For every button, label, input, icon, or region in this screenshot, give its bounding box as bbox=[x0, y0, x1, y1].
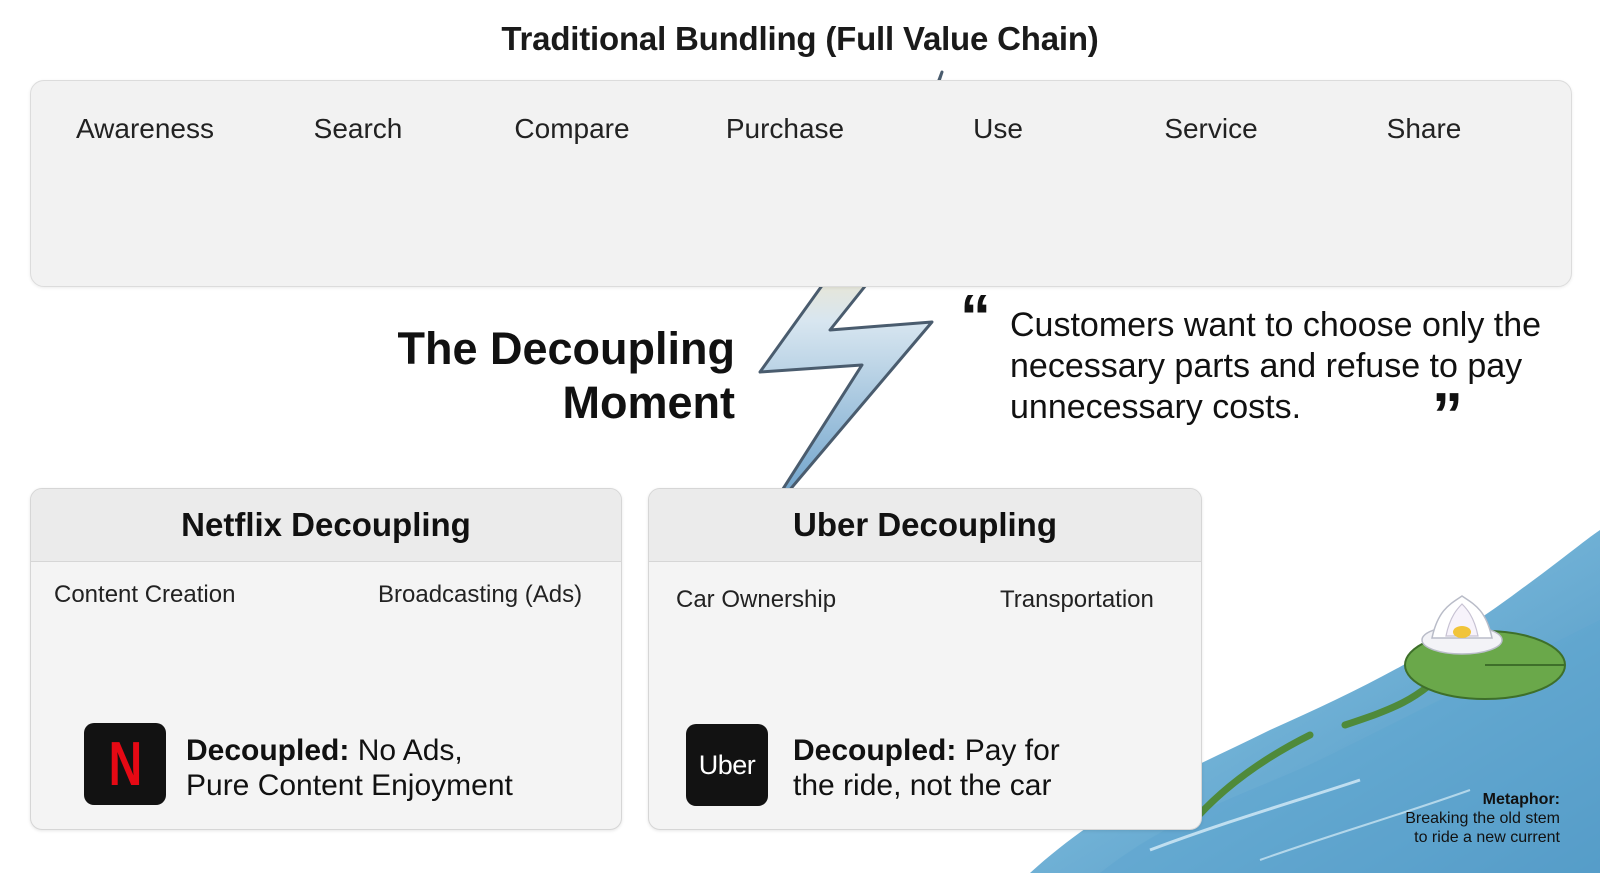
customer-quote: Customers want to choose only the necess… bbox=[1010, 306, 1542, 426]
metaphor-label: Metaphor: bbox=[1482, 791, 1560, 808]
step-label-awareness: Awareness bbox=[75, 113, 214, 144]
step-label-search: Search bbox=[313, 113, 403, 144]
uber-decoupled-text: Decoupled: Pay for the ride, not the car bbox=[793, 733, 1193, 803]
close-quote-mark: ” bbox=[1432, 381, 1463, 450]
decoupling-title-line2: Moment bbox=[562, 377, 736, 428]
netflix-left-label: Content Creation bbox=[54, 581, 236, 608]
netflix-right-label: Broadcasting (Ads) bbox=[378, 581, 583, 608]
uber-right-label: Transportation bbox=[1000, 586, 1154, 613]
step-label-use: Use bbox=[973, 113, 1023, 144]
netflix-logo: N bbox=[84, 723, 166, 805]
page-title: Traditional Bundling (Full Value Chain) bbox=[501, 20, 1099, 57]
netflix-decoupled-detail-2: Pure Content Enjoyment bbox=[186, 769, 513, 802]
metaphor-line1: Breaking the old stem bbox=[1405, 810, 1560, 827]
uber-decoupled-detail-2: the ride, not the car bbox=[793, 769, 1052, 802]
step-label-compare: Compare bbox=[514, 113, 630, 144]
netflix-panel-title: Netflix Decoupling bbox=[31, 489, 621, 562]
uber-left-label: Car Ownership bbox=[676, 586, 837, 613]
metaphor-caption: Metaphor: Breaking the old stem to ride … bbox=[1405, 790, 1560, 847]
metaphor-line2: to ride a new current bbox=[1414, 829, 1560, 846]
step-label-service: Service bbox=[1164, 113, 1258, 144]
open-quote-mark: “ bbox=[960, 283, 991, 352]
decoupling-moment-title: The Decoupling Moment bbox=[360, 322, 736, 430]
netflix-decoupled-text: Decoupled: No Ads, Pure Content Enjoymen… bbox=[186, 733, 606, 803]
step-label-share: Share bbox=[1386, 113, 1462, 144]
decoupling-title-line1: The Decoupling bbox=[397, 323, 736, 374]
uber-decoupled-label: Decoupled: bbox=[793, 734, 957, 767]
uber-logo-text: Uber bbox=[698, 749, 756, 780]
netflix-decoupled-label: Decoupled: bbox=[186, 734, 350, 767]
netflix-decoupled-detail: No Ads, bbox=[357, 734, 463, 767]
uber-panel-title: Uber Decoupling bbox=[649, 489, 1201, 562]
uber-decoupled-detail: Pay for bbox=[964, 734, 1060, 767]
step-label-purchase: Purchase bbox=[725, 113, 845, 144]
netflix-logo-text: N bbox=[108, 729, 142, 799]
value-chain-panel bbox=[30, 80, 1572, 287]
uber-logo: Uber bbox=[686, 724, 768, 806]
